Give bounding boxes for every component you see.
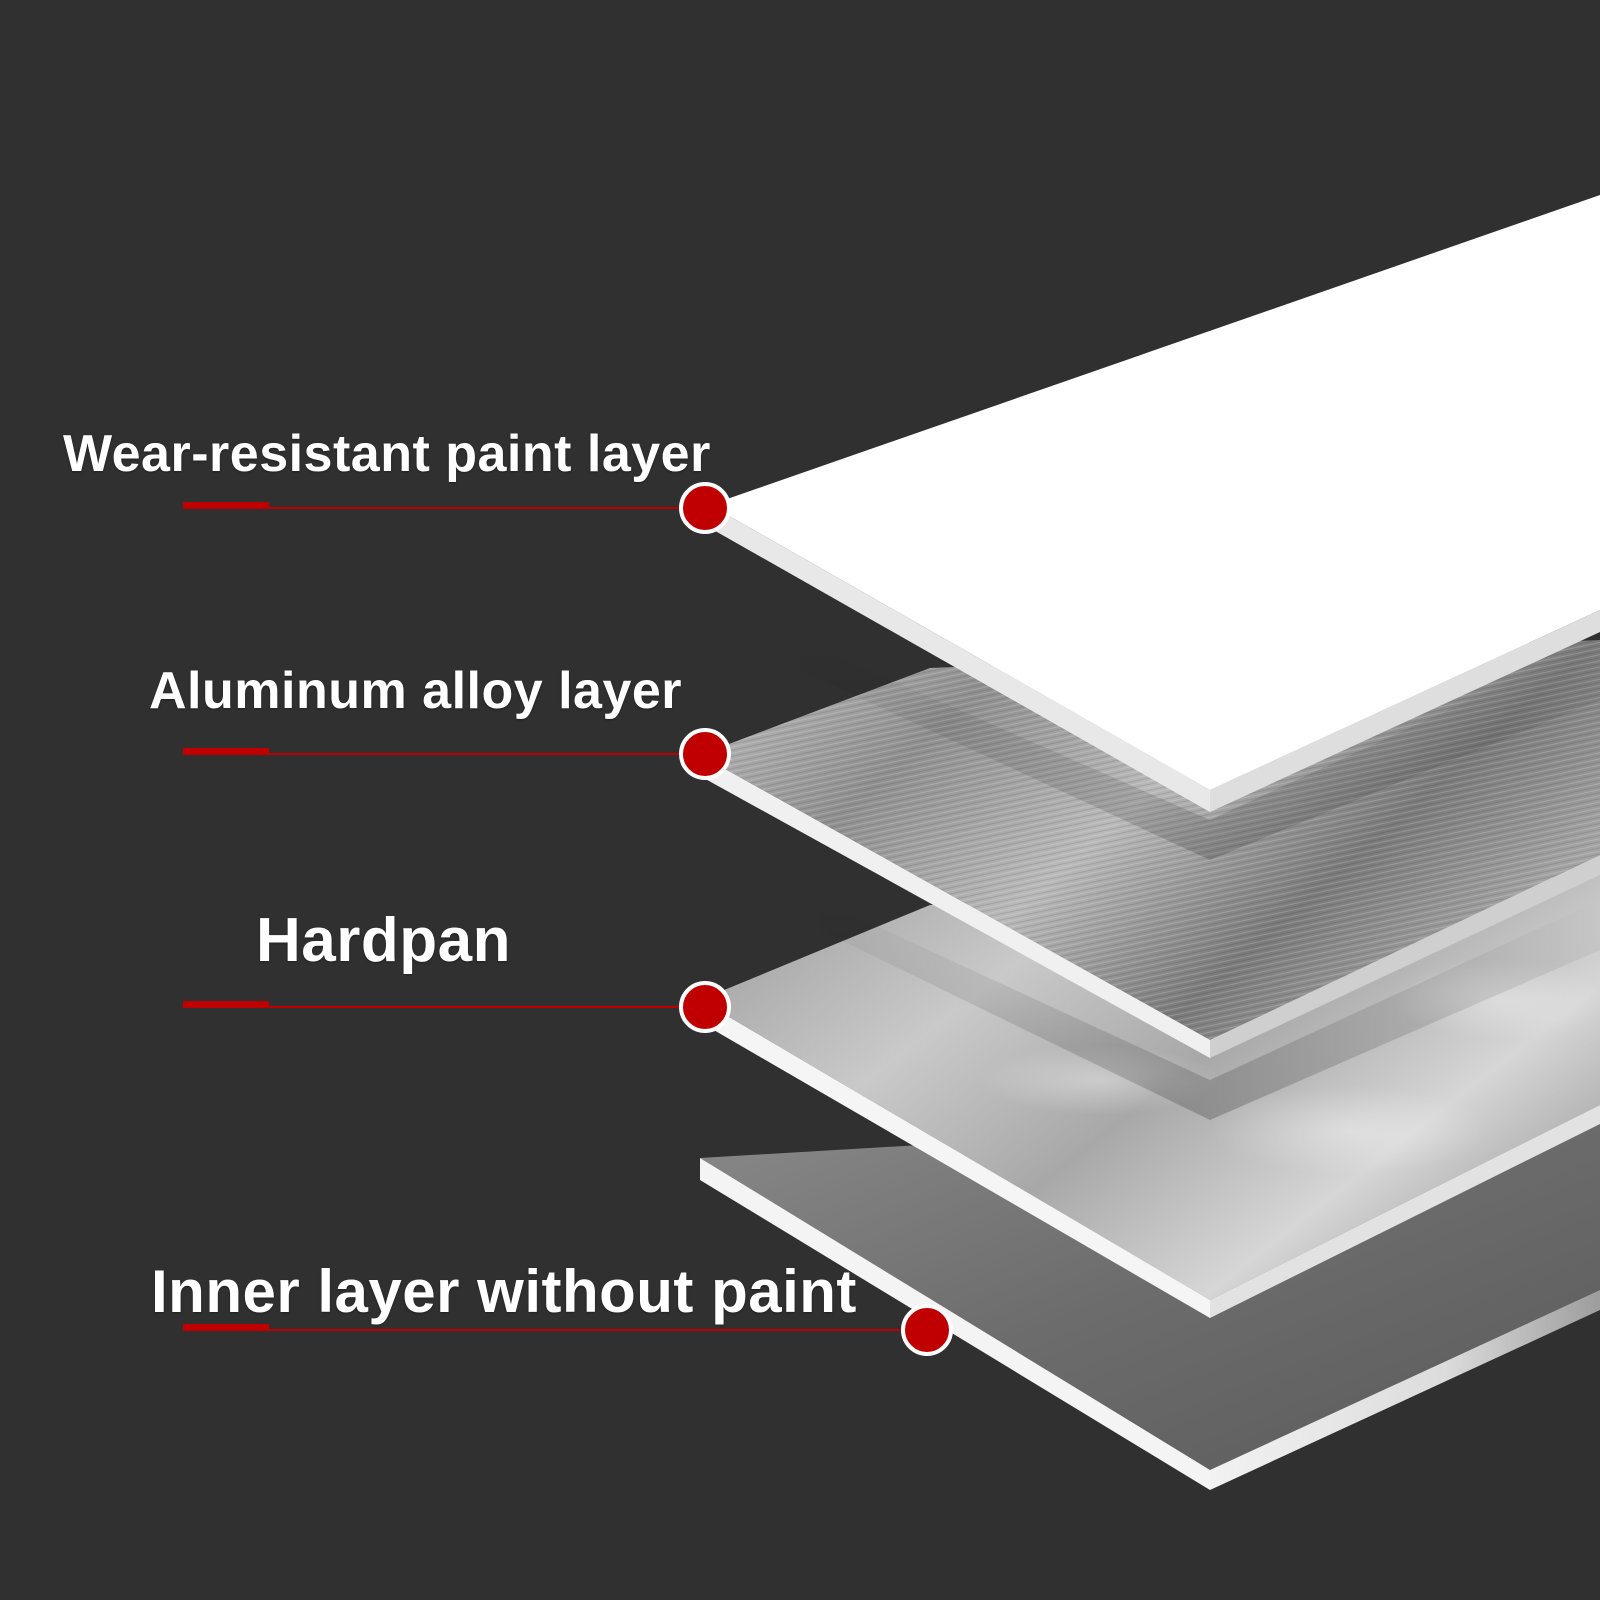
aluminum-alloy-plate <box>700 640 1600 1058</box>
label-hardpan: Hardpan <box>256 906 511 975</box>
leader-paint <box>183 482 731 534</box>
wear-resistant-paint-plate <box>710 195 1600 812</box>
label-wear-resistant-paint-layer: Wear-resistant paint layer <box>63 425 711 483</box>
label-aluminum-alloy-layer: Aluminum alloy layer <box>149 662 683 720</box>
leader-alloy <box>183 728 731 780</box>
label-inner-layer-without-paint: Inner layer without paint <box>151 1258 857 1325</box>
leader-hardpan <box>183 981 731 1033</box>
leader-inner <box>183 1304 953 1356</box>
